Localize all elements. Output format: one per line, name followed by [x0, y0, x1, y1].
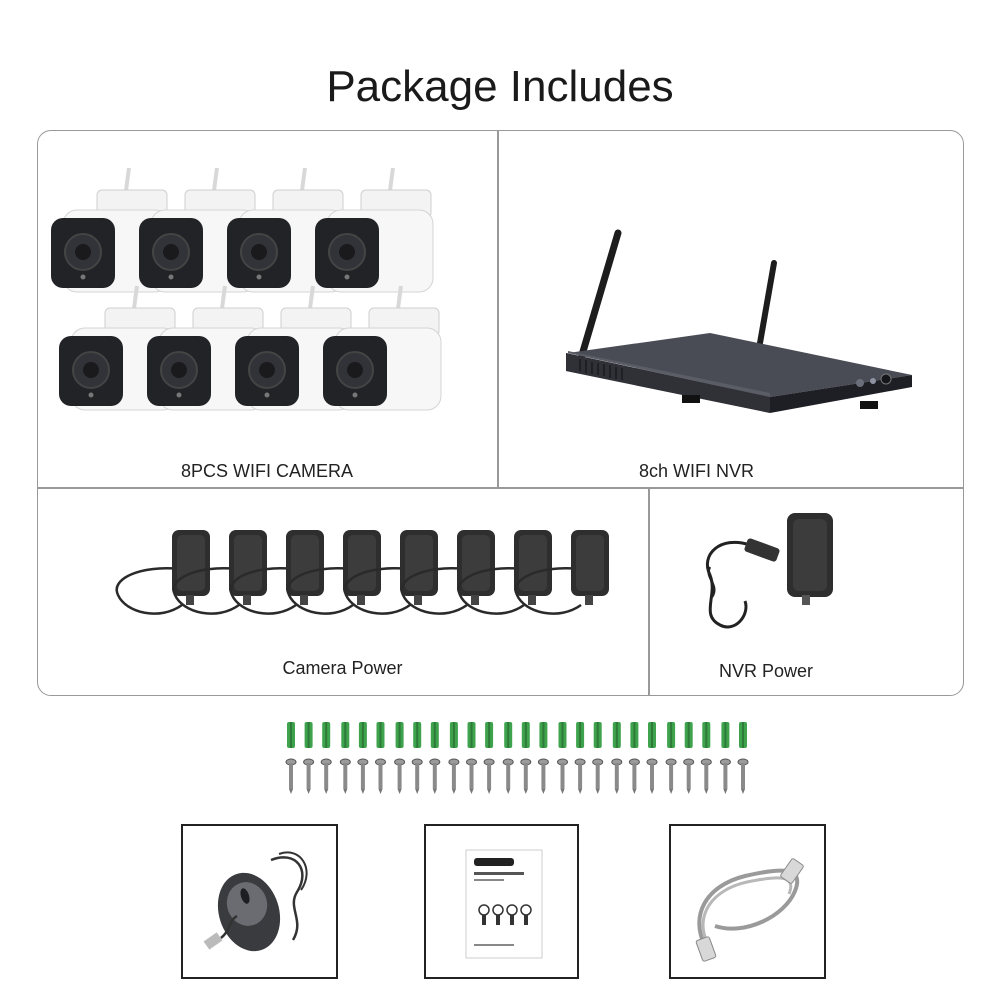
screw-icon	[665, 758, 677, 794]
wall-anchor-icon	[558, 722, 567, 748]
screw-icon	[719, 758, 731, 794]
screw-icon	[646, 758, 658, 794]
cameras-label: 8PCS WIFI CAMERA	[180, 461, 354, 481]
screw-icon	[520, 758, 532, 794]
divider-vertical-bottom	[648, 487, 650, 696]
camera-power-label: Camera Power	[282, 658, 403, 678]
wall-anchor-icon	[667, 722, 676, 748]
network-cable-icon	[695, 858, 804, 962]
screw-icon	[375, 758, 386, 794]
screw-icon	[429, 758, 441, 794]
wall-anchor-icon	[449, 722, 458, 748]
wall-anchor-icon	[539, 722, 548, 748]
screw-icon	[411, 758, 423, 794]
cable-box	[669, 824, 826, 979]
wall-anchor-icon	[648, 722, 656, 748]
manual-box	[424, 824, 579, 979]
wall-anchor-icon	[395, 722, 404, 748]
wall-anchor-icon	[358, 722, 367, 748]
screw-icon	[303, 758, 315, 794]
wall-anchor-icon	[504, 722, 513, 748]
screw-icon	[557, 758, 568, 794]
wall-anchor-icon	[376, 722, 385, 748]
wall-anchor-icon	[593, 722, 602, 748]
screw-icon	[320, 758, 332, 794]
screw-icon	[700, 758, 712, 794]
screw-icon	[285, 758, 297, 794]
wall-anchor-icon	[287, 722, 295, 748]
screw-icon	[339, 758, 351, 794]
screw-icon	[683, 758, 695, 794]
camera-power-adapters-image	[115, 530, 609, 615]
divider-horizontal	[37, 487, 964, 489]
screw-icon	[394, 758, 406, 794]
screw-icon	[483, 758, 495, 794]
wall-anchor-icon	[430, 722, 439, 748]
wall-anchor-icon	[702, 722, 711, 748]
divider-vertical-top	[497, 130, 499, 487]
wall-anchor-icon	[684, 722, 693, 748]
nvr-power-label: NVR Power	[718, 661, 814, 681]
nvr-power-adapter-image	[705, 513, 833, 629]
wall-anchor-icon	[612, 722, 621, 748]
page-title: Package Includes	[326, 62, 674, 111]
screw-icon	[357, 758, 369, 794]
screw-icon	[628, 758, 640, 794]
quick-guide-icon	[465, 849, 543, 959]
wall-anchor-icon	[467, 722, 476, 748]
screws-and-anchors-image	[285, 722, 749, 794]
screw-icon	[502, 758, 514, 794]
camera-group-image	[51, 167, 442, 411]
screw-icon	[574, 758, 586, 794]
wall-anchor-icon	[721, 722, 730, 748]
wall-anchor-icon	[630, 722, 639, 748]
mouse-box	[181, 824, 338, 979]
package-frame	[37, 130, 964, 696]
wall-anchor-icon	[341, 722, 350, 748]
wall-anchor-icon	[576, 722, 585, 748]
wall-anchor-icon	[304, 722, 313, 748]
wall-anchor-icon	[521, 722, 530, 748]
camera-icon	[315, 167, 434, 293]
camera-icon	[323, 285, 442, 411]
wall-anchor-icon	[413, 722, 422, 748]
screw-icon	[611, 758, 623, 794]
screw-icon	[448, 758, 460, 794]
screw-icon	[466, 758, 477, 794]
screw-icon	[737, 758, 749, 794]
wall-anchor-icon	[739, 722, 747, 748]
nvr-label: 8ch WIFI NVR	[638, 461, 754, 481]
screw-icon	[537, 758, 549, 794]
screw-icon	[592, 758, 604, 794]
wall-anchor-icon	[485, 722, 494, 748]
power-adapter-icon	[514, 530, 609, 615]
wall-anchor-icon	[322, 722, 331, 748]
mouse-icon	[203, 851, 308, 952]
nvr-image	[566, 229, 912, 413]
